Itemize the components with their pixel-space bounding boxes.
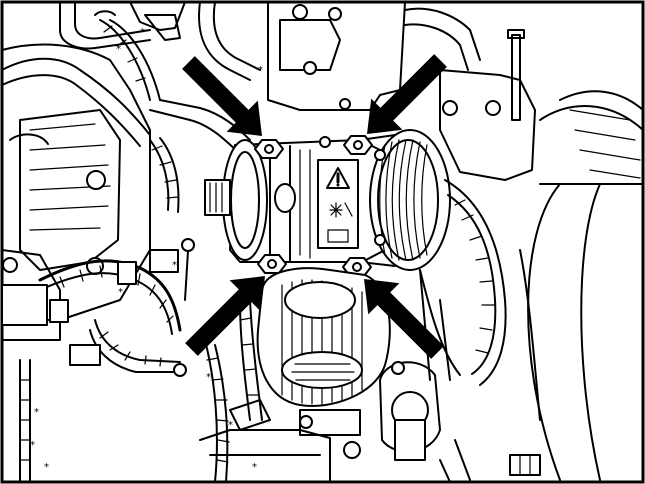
bolt-lower-left — [257, 254, 287, 274]
tensioner-assembly — [343, 269, 451, 461]
bolt-upper-left — [254, 139, 284, 159]
svg-text:*: * — [44, 462, 49, 473]
snowflake-refrigerant-icon — [329, 202, 353, 218]
svg-text:*: * — [30, 440, 35, 451]
svg-text:*: * — [206, 372, 211, 383]
warning-triangle-icon — [326, 167, 350, 189]
svg-text:*: * — [258, 65, 263, 76]
svg-text:*: * — [116, 44, 121, 55]
fan-shroud — [519, 90, 644, 481]
drive-belt — [419, 179, 507, 386]
bolt-upper-right — [343, 135, 373, 155]
harness-clips — [1, 238, 195, 377]
compressor-warning-label — [317, 159, 359, 249]
alternator — [256, 267, 391, 436]
svg-text:*: * — [34, 407, 39, 418]
hose-asterisk-markers: * * * * * * * * * * * — [30, 27, 263, 473]
callout-arrows — [182, 54, 447, 359]
upper-hoses — [1, 1, 261, 153]
svg-text:*: * — [172, 260, 177, 271]
compressor-pulley — [359, 129, 451, 271]
upper-bracket — [267, 1, 481, 111]
svg-text:*: * — [228, 420, 233, 431]
oil-filter-housing — [199, 429, 541, 483]
mounting-bolts — [254, 135, 386, 277]
svg-text:*: * — [140, 27, 145, 38]
bolt-lower-right — [342, 257, 372, 277]
right-mount-plate — [439, 29, 536, 181]
arrow-upper-left — [182, 56, 262, 136]
arrow-upper-right — [367, 54, 447, 134]
svg-text:*: * — [252, 462, 257, 473]
arrow-lower-right — [364, 279, 444, 359]
svg-text:*: * — [118, 287, 123, 298]
arrow-lower-left — [185, 276, 265, 356]
